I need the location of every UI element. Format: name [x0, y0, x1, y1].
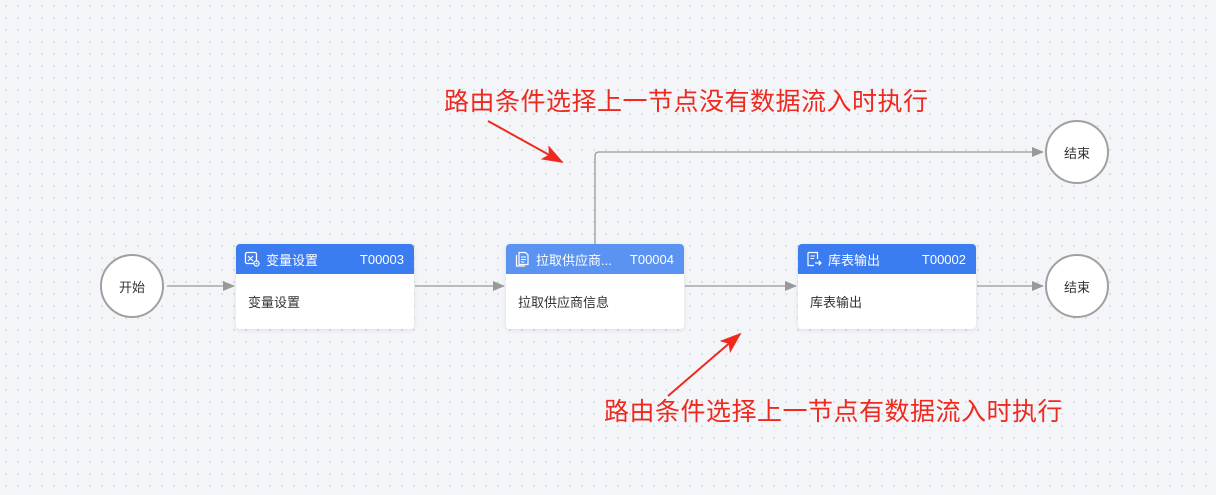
end-node-top[interactable]: 结束 — [1045, 120, 1109, 184]
table-output-icon — [806, 251, 822, 267]
task-code: T00003 — [359, 251, 404, 267]
task-node-pull-supplier[interactable]: 拉取供应商... T00004 拉取供应商信息 — [506, 244, 684, 329]
end-node-bottom-label: 结束 — [1063, 279, 1090, 295]
start-node[interactable]: 开始 — [100, 254, 164, 318]
task-title: 库表输出 — [828, 252, 881, 268]
task-node-table-output[interactable]: 库表输出 T00002 库表输出 — [798, 244, 976, 329]
task-title: 拉取供应商... — [536, 252, 612, 268]
annotation-arrow-bottom — [667, 332, 742, 397]
end-node-top-label: 结束 — [1063, 145, 1090, 161]
annotation-top: 路由条件选择上一节点没有数据流入时执行 — [444, 87, 929, 116]
task-body: 变量设置 — [248, 295, 301, 310]
annotation-arrow-top — [487, 120, 564, 163]
task-node-variable-settings[interactable]: 变量设置 T00003 变量设置 — [236, 244, 414, 329]
task-body: 拉取供应商信息 — [518, 295, 610, 310]
variable-settings-icon — [244, 251, 260, 267]
edge-pull-to-end-top[interactable] — [594, 147, 1044, 244]
task-header: 变量设置 T00003 — [236, 244, 414, 274]
task-header: 拉取供应商... T00004 — [506, 244, 684, 274]
task-code: T00002 — [921, 251, 966, 267]
document-icon — [514, 251, 530, 267]
task-body: 库表输出 — [810, 295, 863, 310]
task-code: T00004 — [629, 251, 674, 267]
end-node-bottom[interactable]: 结束 — [1045, 254, 1109, 318]
task-header: 库表输出 T00002 — [798, 244, 976, 274]
start-node-label: 开始 — [118, 279, 145, 295]
annotation-bottom: 路由条件选择上一节点有数据流入时执行 — [604, 397, 1064, 426]
task-title: 变量设置 — [266, 252, 319, 268]
